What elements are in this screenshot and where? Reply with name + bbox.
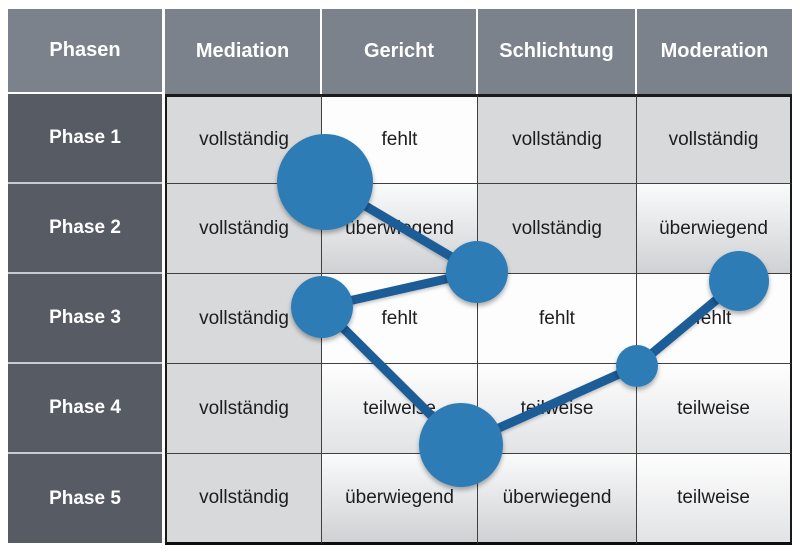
cell-phase2-moderation: überwiegend: [637, 184, 792, 274]
cell-phase2-gericht: überwiegend: [322, 184, 478, 274]
column-header-moderation: Moderation: [637, 9, 792, 94]
cell-phase4-moderation: teilweise: [637, 364, 792, 454]
phase-method-table: Phasen Mediation Gericht Schlichtung Mod…: [8, 9, 792, 545]
column-header-schlichtung: Schlichtung: [478, 9, 635, 94]
cell-phase1-gericht: fehlt: [322, 94, 478, 184]
cell-phase3-mediation: vollständig: [165, 274, 322, 364]
cell-phase1-mediation: vollständig: [165, 94, 322, 184]
cell-phase5-gericht: überwiegend: [322, 454, 478, 545]
cell-phase3-schlichtung: fehlt: [478, 274, 637, 364]
row-label-phase-4: Phase 4: [8, 364, 162, 454]
row-label-phase-2: Phase 2: [8, 184, 162, 274]
row-label-phase-1: Phase 1: [8, 94, 162, 184]
cell-phase4-schlichtung: teilweise: [478, 364, 637, 454]
cell-phase4-gericht: teilweise: [322, 364, 478, 454]
row-label-phase-3: Phase 3: [8, 274, 162, 364]
column-header-phasen: Phasen: [8, 9, 162, 92]
row-label-phase-5: Phase 5: [8, 454, 162, 543]
cell-phase5-schlichtung: überwiegend: [478, 454, 637, 545]
column-header-gericht: Gericht: [322, 9, 476, 94]
cell-phase3-moderation: fehlt: [637, 274, 792, 364]
cell-phase2-mediation: vollständig: [165, 184, 322, 274]
cell-phase2-schlichtung: vollständig: [478, 184, 637, 274]
cell-phase1-schlichtung: vollständig: [478, 94, 637, 184]
cell-phase1-moderation: vollständig: [637, 94, 792, 184]
cell-phase3-gericht: fehlt: [322, 274, 478, 364]
cell-phase5-moderation: teilweise: [637, 454, 792, 545]
cell-phase5-mediation: vollständig: [165, 454, 322, 545]
column-header-mediation: Mediation: [165, 9, 320, 94]
cell-phase4-mediation: vollständig: [165, 364, 322, 454]
